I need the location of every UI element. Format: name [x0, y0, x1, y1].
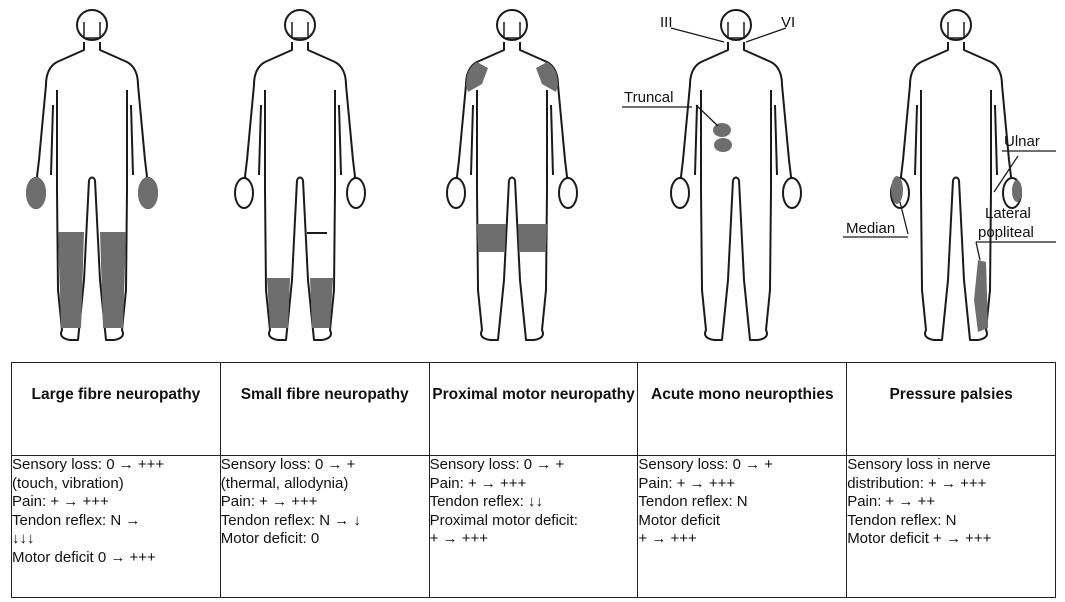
shaded-right-leg [100, 232, 126, 328]
shaded-truncal-patch-2 [714, 138, 732, 152]
cell-line: Sensory loss: 0 → +++ [12, 456, 220, 475]
body-cell-pressure-palsies: Sensory loss in nerve distribution: + → … [847, 456, 1056, 598]
header-line: neuropathy [324, 386, 408, 403]
shaded-right-foot [310, 278, 333, 328]
header-cell: Acute mono neuropthies [638, 363, 847, 456]
leader-III [671, 28, 724, 42]
cell-line: Pain: + → +++ [430, 475, 638, 494]
header-line: Large fibre [31, 386, 111, 403]
shaded-right-hand [138, 177, 158, 209]
header-line: Pressure [889, 386, 955, 403]
cell-line: Motor deficit [638, 512, 846, 531]
shaded-right-shoulder [536, 62, 558, 92]
header-cell: Small fibre neuropathy [220, 363, 429, 456]
cell-line: ↓↓↓ [12, 530, 220, 549]
header-cell: Proximal motor neuropathy [429, 363, 638, 456]
shaded-right-thigh [518, 224, 547, 252]
neuropathy-table: Large fibre neuropathy Small fibre neuro… [11, 362, 1056, 598]
shaded-left-leg [58, 232, 84, 328]
body-cell-acute-mono: Sensory loss: 0 → + Pain: + → +++ Tendon… [638, 456, 847, 598]
header-line: neuropathy [116, 386, 200, 403]
cell-line: Tendon reflex: N → ↓ [221, 512, 429, 531]
cell-line: Motor deficit 0 → +++ [12, 549, 220, 568]
figure-small-fibre [235, 10, 365, 340]
cell-line: Proximal motor deficit: [430, 512, 638, 531]
leader-lateral-popliteal [976, 242, 980, 260]
header-cell: Pressure palsies [847, 363, 1056, 456]
cell-line: Tendon reflex: N [638, 493, 846, 512]
cell-line: Pain: + → +++ [221, 493, 429, 512]
cell-line: Sensory loss: 0 → + [430, 456, 638, 475]
header-line: motor [502, 386, 546, 403]
shaded-left-thigh [477, 224, 506, 252]
label-popliteal: popliteal [978, 224, 1034, 241]
cell-line: Pain: + → +++ [638, 475, 846, 494]
table-body-row: Sensory loss: 0 → +++ (touch, vibration)… [12, 456, 1056, 598]
header-line: Acute mono [651, 386, 741, 403]
body-cell-large-fibre: Sensory loss: 0 → +++ (touch, vibration)… [12, 456, 221, 598]
header-line: palsies [960, 386, 1013, 403]
cell-line: Sensory loss in nerve [847, 456, 1055, 475]
leader-truncal [696, 105, 718, 126]
cell-line: Pain: + → ++ [847, 493, 1055, 512]
cell-line: Tendon reflex: ↓↓ [430, 493, 638, 512]
body-figures-diagram: III VI Truncal Ulnar Median Lateral popl… [0, 0, 1065, 350]
cell-line: Sensory loss: 0 → + [221, 456, 429, 475]
shaded-left-foot [267, 278, 290, 328]
header-line: Proximal [432, 386, 497, 403]
cell-line: Pain: + → +++ [12, 493, 220, 512]
cell-line: Tendon reflex: N → [12, 512, 220, 531]
cell-line: + → +++ [430, 530, 638, 549]
cell-line: Sensory loss: 0 → + [638, 456, 846, 475]
cell-line: Tendon reflex: N [847, 512, 1055, 531]
label-VI: VI [781, 14, 795, 31]
header-line: Small fibre [241, 386, 320, 403]
shaded-left-hand [26, 177, 46, 209]
shaded-median-hand [891, 176, 903, 204]
shaded-left-shoulder [466, 62, 488, 92]
figure-large-fibre [26, 10, 158, 340]
cell-line: + → +++ [638, 530, 846, 549]
header-cell: Large fibre neuropathy [12, 363, 221, 456]
body-cell-small-fibre: Sensory loss: 0 → + (thermal, allodynia)… [220, 456, 429, 598]
cell-line: (thermal, allodynia) [221, 475, 429, 494]
header-line: neuropthies [745, 386, 834, 403]
leader-VI [746, 28, 786, 42]
shaded-ulnar-hand [1012, 180, 1022, 202]
label-lateral: Lateral [985, 205, 1031, 222]
label-median: Median [846, 220, 895, 237]
figure-pressure-palsies [891, 10, 1022, 340]
body-cell-proximal-motor: Sensory loss: 0 → + Pain: + → +++ Tendon… [429, 456, 638, 598]
cell-line: distribution: + → +++ [847, 475, 1055, 494]
figure-proximal-motor [447, 10, 577, 340]
shaded-truncal-patch-1 [713, 123, 731, 137]
shaded-lateral-leg [974, 260, 988, 332]
cell-line: Motor deficit + → +++ [847, 530, 1055, 549]
label-ulnar: Ulnar [1004, 133, 1040, 150]
label-truncal: Truncal [624, 89, 673, 106]
cell-line: (touch, vibration) [12, 475, 220, 494]
header-line: neuropathy [550, 386, 634, 403]
table-header-row: Large fibre neuropathy Small fibre neuro… [12, 363, 1056, 456]
figure-acute-mono [671, 10, 801, 340]
cell-line: Motor deficit: 0 [221, 530, 429, 549]
label-III: III [660, 14, 673, 31]
